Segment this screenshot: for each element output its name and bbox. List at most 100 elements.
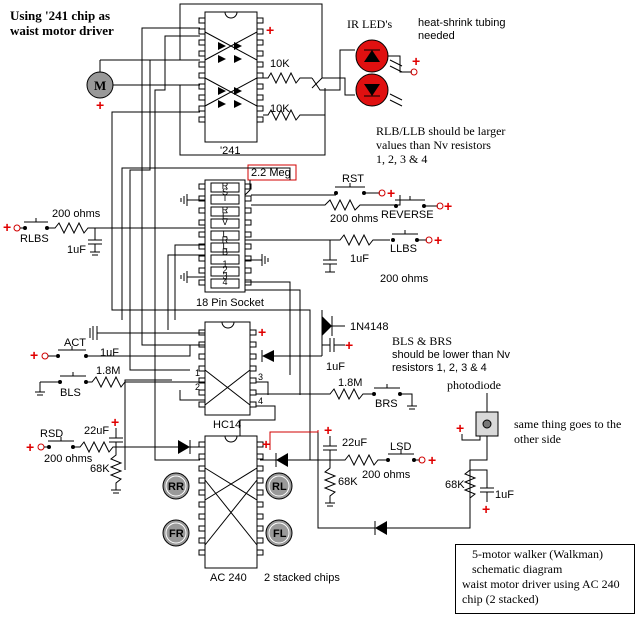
plus-symbol: + [434, 232, 442, 248]
ir-led-bottom [355, 73, 403, 107]
socket-slot [210, 242, 240, 253]
socket-left-wire-1 [174, 244, 205, 320]
led-wire-a [311, 49, 355, 91]
plus-symbol: + [3, 219, 11, 235]
socket-slot [210, 194, 240, 205]
socket-slot [210, 230, 240, 241]
cap-rlbs: 1uF [67, 228, 102, 256]
cap-rsd-label: 22uF [84, 425, 109, 437]
blue-wire-top [179, 3, 323, 78]
resistor-200-rst: 200 ohms [251, 195, 401, 225]
socket-slot [210, 266, 240, 277]
motor-m-label: M [94, 78, 106, 93]
caption-line-4: chip (2 stacked) [462, 592, 539, 606]
resistor-68k-right: 68K [445, 460, 477, 506]
socket-pin [244, 183, 252, 190]
plus-symbol: + [26, 439, 34, 455]
motor-rr-label: RR [168, 481, 184, 493]
switch-rsd-label: RSD [40, 428, 63, 440]
socket-pin [244, 267, 252, 274]
socket-letter: 4 [222, 277, 227, 287]
chip-ac240: AC 240 [198, 435, 264, 584]
plus-symbol: + [456, 420, 464, 436]
blue-wire-lower [124, 379, 172, 470]
plus-symbol: + [412, 53, 420, 69]
chip-241-label: '241 [220, 145, 240, 157]
cap-act-label: 1uF [100, 347, 119, 359]
resistor-10k-b: 10K [263, 88, 326, 122]
title-line-1: Using '241 chip as [10, 8, 110, 23]
socket-pin [198, 195, 206, 202]
note-bls-3: resistors 1, 2, 3 & 4 [392, 362, 487, 374]
resistor-2-2meg-label: 2.2 Meg [251, 167, 291, 179]
hc14-feed [179, 390, 205, 401]
resistor-18m-right: 1.8M [256, 377, 372, 401]
switch-rlbs-label: RLBS [20, 233, 49, 245]
switch-reverse: REVERSE [381, 196, 444, 221]
socket-pin [198, 267, 206, 274]
plus-symbol: + [258, 324, 266, 340]
socket-slot [210, 278, 240, 289]
resistor-200-llbs-label: 200 ohms [380, 273, 429, 285]
switch-rlbs: RLBS [13, 218, 49, 245]
hc14-pin3-wire [256, 381, 269, 395]
hc14-pin-3: 3 [258, 372, 263, 382]
caption-box: 5-motor walker (Walkman) schematic diagr… [455, 544, 635, 614]
socket-letter: B [222, 247, 228, 257]
caption-line-1: 5-motor walker (Walkman) [472, 547, 603, 561]
motor-rl: RL [265, 472, 293, 500]
cap-photo-label: 1uF [495, 489, 514, 501]
socket-pin [198, 231, 206, 238]
socket-left-wire-2 [167, 254, 205, 330]
cap-llbs: 1uF [323, 253, 369, 273]
cap-llbs-label: 1uF [350, 253, 369, 265]
cap-lsd: 22uF [323, 436, 367, 460]
socket-top-wire [121, 167, 291, 320]
ir-leds-note-1: heat-shrink tubing [418, 17, 505, 29]
resistor-200-rlbs-label: 200 ohms [52, 208, 101, 220]
switch-llbs: LLBS [245, 230, 433, 260]
diode-ac240-right [263, 453, 330, 467]
socket-letter: V [222, 217, 228, 227]
socket-pin [198, 183, 206, 190]
socket-letter: 3 [222, 271, 227, 281]
resistor-10k-b-label: 10K [270, 103, 290, 115]
caption-line-3: waist motor driver using AC 240 [462, 577, 620, 591]
plus-symbol: + [111, 414, 119, 430]
note-rlb-3: 1, 2, 3 & 4 [376, 152, 427, 166]
resistor-68k-left: 68K [90, 447, 123, 494]
led-wire-b [311, 77, 355, 96]
socket-pin [244, 195, 252, 202]
socket-slot [210, 206, 240, 217]
socket-slot [210, 182, 240, 193]
motor-fl-label: FL [273, 528, 287, 540]
resistor-68k-right-label: 68K [445, 479, 465, 491]
cap-diode: + 1uF [322, 337, 353, 373]
socket-letter: R [222, 205, 229, 215]
ir-led-top [355, 39, 403, 73]
switch-rst-label: RST [342, 173, 364, 185]
socket-letter: S [222, 187, 228, 197]
hc14-diode [262, 350, 274, 362]
cap-act: 1uF [89, 326, 205, 359]
resistor-200-rsd-label: 200 ohms [44, 453, 93, 465]
caption-line-2: schematic diagram [472, 562, 563, 576]
title-line-2: waist motor driver [10, 23, 114, 38]
socket-letter: R [222, 235, 229, 245]
diode-1n4148-label: 1N4148 [350, 321, 389, 333]
motor-fr: FR [162, 519, 190, 547]
led-supply-wire [388, 55, 412, 73]
switch-lsd-label: LSD [390, 441, 411, 453]
resistor-10k-a: 10K [263, 58, 312, 85]
plus-symbol: + [345, 337, 353, 353]
switch-rsd: RSD [37, 428, 75, 451]
switch-reverse-label: REVERSE [381, 209, 434, 221]
switch-act: ACT [41, 337, 205, 360]
socket-letter: L [222, 229, 227, 239]
switch-rst [251, 183, 386, 197]
switch-llbs-label: LLBS [390, 243, 417, 255]
resistor-200-rlbs: 200 ohms [47, 208, 205, 235]
resistor-200-lsd-label: 200 ohms [362, 469, 411, 481]
socket-right-wire [245, 289, 301, 395]
